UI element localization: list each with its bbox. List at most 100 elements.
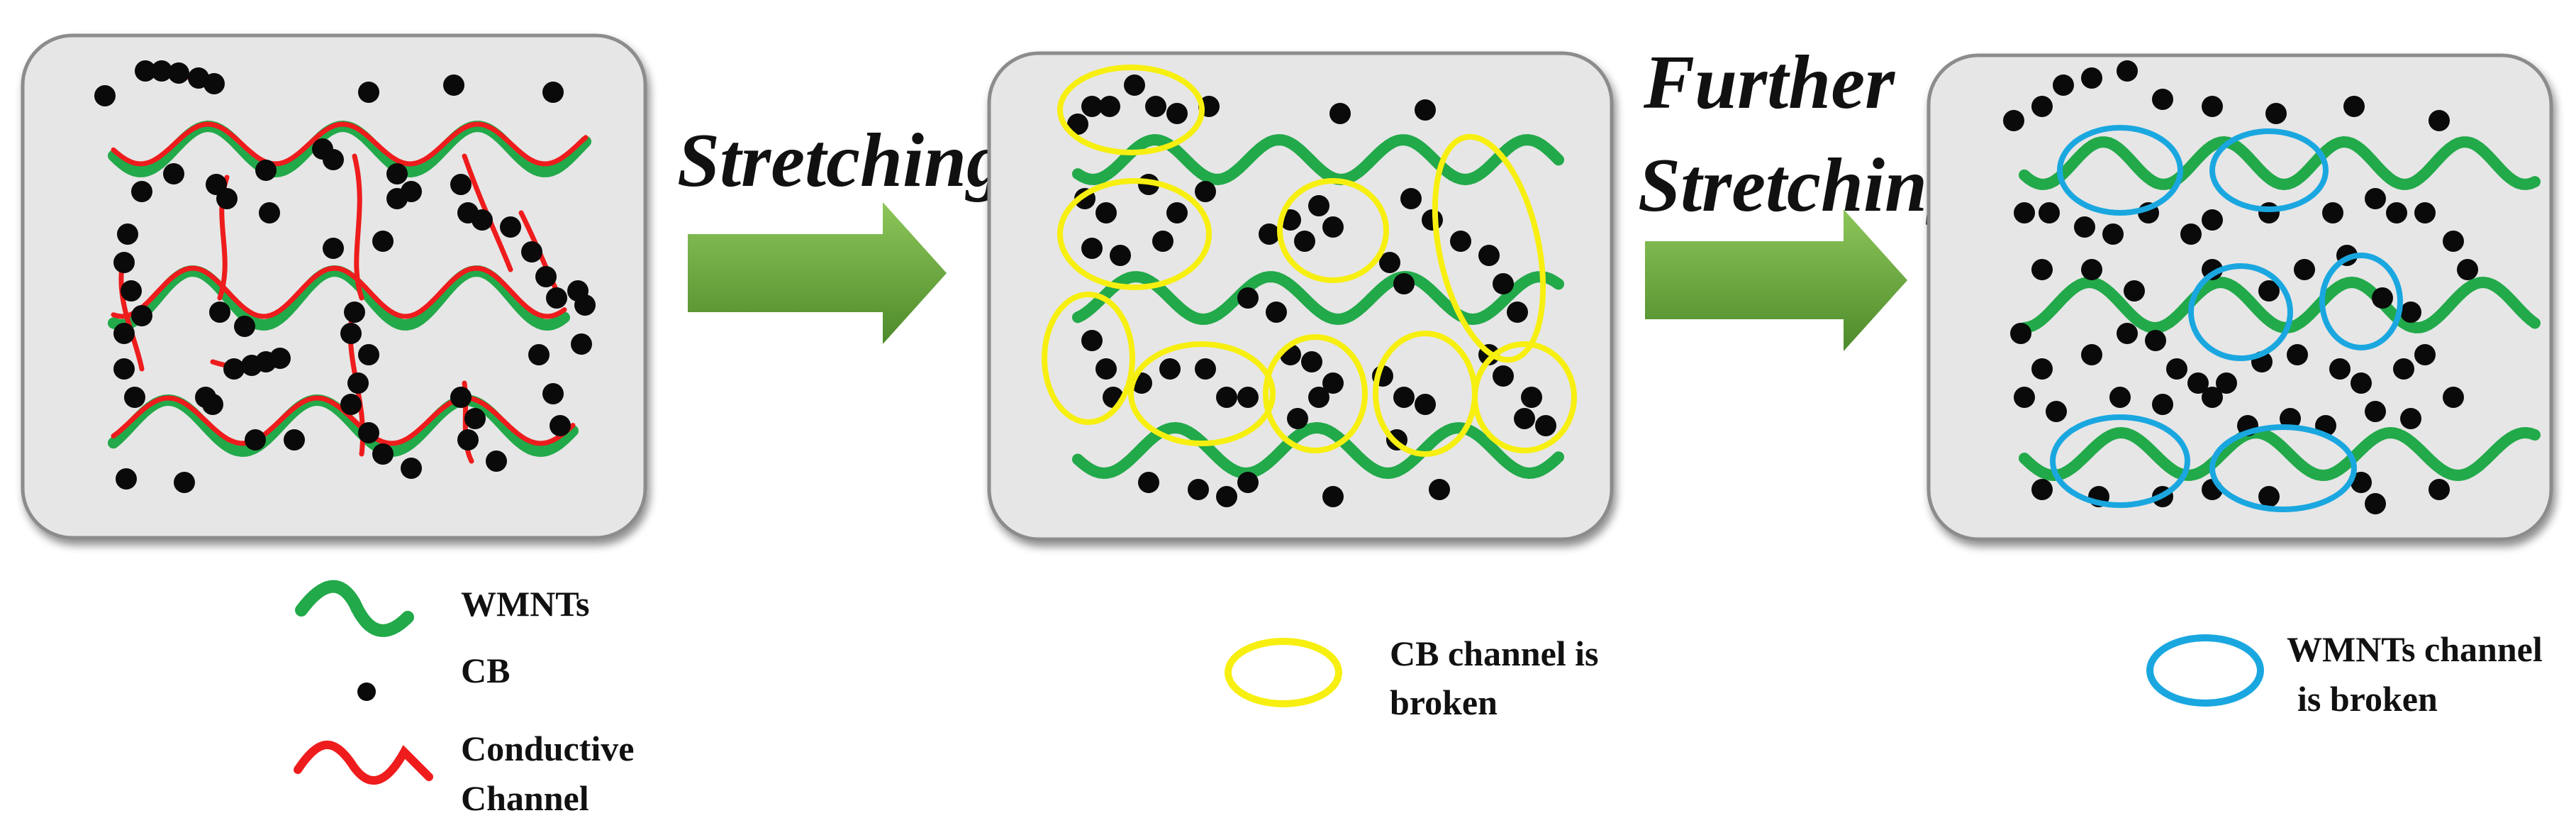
cb-particle (1145, 96, 1166, 117)
right-arrow-icon (688, 202, 947, 344)
cb-particle (1400, 188, 1422, 209)
legend-label-conductive-line1: Conductive (461, 729, 634, 768)
cb-particle (1081, 238, 1103, 259)
cb-particle (2014, 202, 2035, 223)
panel-stretched (987, 51, 1614, 541)
cb-particle (168, 62, 189, 84)
cb-particle (121, 280, 142, 302)
cnt-broken-ring (2209, 128, 2329, 212)
cb-particle (1308, 195, 1329, 216)
cb-particle (1166, 202, 1188, 223)
cb-particle (323, 238, 344, 259)
cb-particle (2400, 302, 2421, 323)
cb-particle (2152, 394, 2173, 415)
legend-label-cb-broken-line1: CB channel is (1390, 634, 1599, 673)
cb-particle (269, 348, 291, 369)
step-label-further-stretching: Stretching (1638, 143, 1966, 228)
cb-particle (1195, 358, 1216, 380)
cb-particle (2258, 486, 2280, 507)
cb-particle (2031, 358, 2053, 380)
cb-particle (174, 472, 195, 493)
cnt-broken-ring (2050, 414, 2190, 508)
cb-particle (2145, 330, 2166, 351)
legend-label-wmnts-broken-line2: is broken (2297, 679, 2438, 719)
cb-particle (386, 163, 408, 184)
cb-particle (2258, 280, 2280, 302)
cb-particle (2414, 344, 2436, 365)
cb-particle (1393, 273, 1415, 294)
panel-further-cb-layer (2003, 60, 2478, 514)
cb-broken-ring (1277, 178, 1389, 283)
cb-particle (2365, 188, 2386, 209)
cb-particle (1166, 103, 1188, 124)
cb-particle (2187, 372, 2209, 394)
cb-particle (1266, 302, 1287, 323)
cb-particle (1379, 252, 1400, 273)
red-wave-icon (294, 740, 433, 785)
cb-particle (358, 422, 379, 443)
cb-particle (1237, 387, 1259, 408)
cb-broken-ring (1432, 133, 1546, 363)
cnt-tube-2 (2019, 427, 2541, 481)
cb-particle (2081, 67, 2102, 89)
cb-particle (2031, 259, 2053, 280)
conductive-channel-1 (111, 265, 567, 319)
cb-particle (117, 223, 138, 245)
cb-particle (203, 73, 225, 94)
cb-particle (2202, 387, 2223, 408)
cb-particle (151, 60, 172, 82)
panel-initial (21, 33, 647, 540)
cb-particle (1138, 472, 1159, 493)
cb-particle (1535, 415, 1556, 436)
legend-label-conductive-line2: Channel (461, 778, 589, 818)
cb-particle (2117, 323, 2138, 344)
cb-particle (1322, 372, 1344, 394)
cb-particle (2109, 387, 2131, 408)
cb-particle (450, 174, 472, 195)
cb-particle (472, 209, 493, 231)
cb-particle (542, 82, 564, 103)
cb-particle (116, 468, 137, 490)
cb-particle (113, 323, 135, 344)
cnt-tube-1 (2019, 277, 2541, 333)
cb-particle (2414, 202, 2436, 223)
right-arrow-icon (1645, 209, 1907, 351)
cb-particle (372, 443, 394, 465)
cb-particle (1521, 387, 1542, 408)
panel-stretched-cb-layer (1067, 74, 1556, 507)
cb-broken-ring (1057, 65, 1205, 155)
cb-particle (2216, 372, 2237, 394)
panel-further-stretched (1927, 53, 2553, 541)
cb-broken-ring (1472, 341, 1577, 453)
legend-label-wmnts-broken-line1: WMNTs channel (2287, 629, 2543, 669)
cb-particle (1259, 223, 1280, 245)
cb-particle (1308, 387, 1329, 408)
cb-particle (2322, 202, 2343, 223)
cb-particle (457, 429, 479, 451)
cb-particle (2003, 110, 2024, 131)
cb-particle (340, 394, 362, 415)
cb-particle (2074, 216, 2095, 238)
cb-particle (2443, 231, 2464, 252)
cnt-tube-0 (1072, 134, 1564, 185)
cb-particle (234, 316, 255, 337)
cb-particle (1152, 231, 1173, 252)
cb-particle (2365, 401, 2386, 422)
cb-particle (163, 163, 184, 184)
cb-particle (1099, 96, 1120, 117)
legend: WMNTs CB Conductive Channel CB channel i… (294, 580, 2543, 818)
cb-particle (2429, 479, 2450, 500)
cb-particle (340, 323, 362, 344)
cb-particle (1287, 408, 1308, 429)
cb-particle (1195, 181, 1216, 202)
legend-label-cb: CB (461, 651, 510, 690)
cb-particle (2081, 344, 2102, 365)
cnt-broken-ring (2057, 125, 2183, 216)
cb-particle (284, 429, 305, 451)
cb-particle (94, 85, 116, 106)
cb-particle (2372, 287, 2393, 309)
cb-particle (135, 60, 156, 82)
cb-particle (1415, 394, 1436, 415)
cnt-broken-ring (2319, 253, 2403, 350)
